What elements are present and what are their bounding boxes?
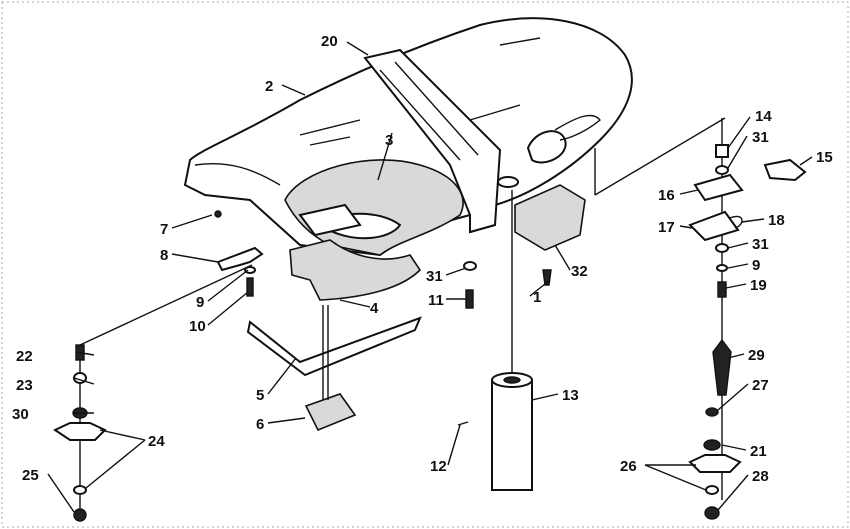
- latch-15: [763, 158, 807, 182]
- callout-21: 21: [750, 443, 767, 460]
- washer-9-left: [244, 266, 256, 274]
- washer-26-plate: [688, 454, 742, 473]
- callout-8: 8: [160, 247, 168, 264]
- callout-19: 19: [750, 277, 767, 294]
- callout-9-right: 9: [752, 257, 760, 274]
- callout-1: 1: [533, 289, 541, 306]
- callout-10: 10: [189, 318, 206, 335]
- callout-4: 4: [370, 300, 379, 317]
- angle-bracket: [246, 316, 422, 377]
- callout-24: 24: [148, 433, 165, 450]
- latch-plate-16: [693, 173, 744, 202]
- callout-6: 6: [256, 416, 264, 433]
- leader-lines: [47, 41, 813, 513]
- pin-12: [457, 421, 469, 426]
- callout-18: 18: [768, 212, 785, 229]
- callout-31-center: 31: [426, 268, 443, 285]
- washer-31-upper: [715, 165, 729, 175]
- callout-27: 27: [752, 377, 769, 394]
- callout-16: 16: [658, 187, 675, 204]
- callout-15: 15: [816, 149, 833, 166]
- callout-22: 22: [16, 348, 33, 365]
- callout-32: 32: [571, 263, 588, 280]
- callout-2: 2: [265, 78, 273, 95]
- grommet-21: [703, 439, 721, 451]
- bushing-14: [715, 144, 729, 158]
- nut-28: [704, 506, 720, 520]
- seat-pad: [514, 184, 586, 251]
- callout-26: 26: [620, 458, 637, 475]
- callout-31-lower: 31: [752, 236, 769, 253]
- callout-11: 11: [428, 292, 444, 309]
- callout-12: 12: [430, 458, 447, 475]
- support-tube: [491, 190, 533, 491]
- seat-base: [289, 203, 422, 301]
- washer-31-lower: [715, 243, 729, 253]
- mount-bracket: [216, 246, 264, 272]
- callout-28: 28: [752, 468, 769, 485]
- callout-17: 17: [658, 219, 675, 236]
- callout-30: 30: [12, 406, 29, 423]
- nut-25: [73, 508, 87, 522]
- callout-20: 20: [321, 33, 338, 50]
- screw-11: [465, 289, 474, 309]
- callout-7: 7: [160, 221, 168, 238]
- callout-3: 3: [385, 132, 393, 149]
- spring-18: [729, 215, 743, 229]
- screw-10: [246, 277, 254, 297]
- callout-9-left: 9: [196, 294, 204, 311]
- screw-7: [214, 210, 222, 218]
- callout-29: 29: [748, 347, 765, 364]
- latch-plate-17: [688, 210, 740, 242]
- washer-9-right: [716, 264, 728, 272]
- base-plate: [304, 393, 357, 432]
- callout-31-upper: 31: [752, 129, 769, 146]
- callout-5: 5: [256, 387, 264, 404]
- washer-31-center: [463, 261, 477, 271]
- washer-24-lower: [73, 485, 87, 495]
- washer-26-lower: [705, 485, 719, 495]
- screw-19: [717, 281, 727, 298]
- nut-27: [705, 407, 719, 417]
- post-29: [712, 338, 732, 396]
- callout-25: 25: [22, 467, 39, 484]
- washer-24-plate: [52, 422, 107, 441]
- callout-23: 23: [16, 377, 33, 394]
- callout-14: 14: [755, 108, 772, 125]
- callout-13: 13: [562, 387, 579, 404]
